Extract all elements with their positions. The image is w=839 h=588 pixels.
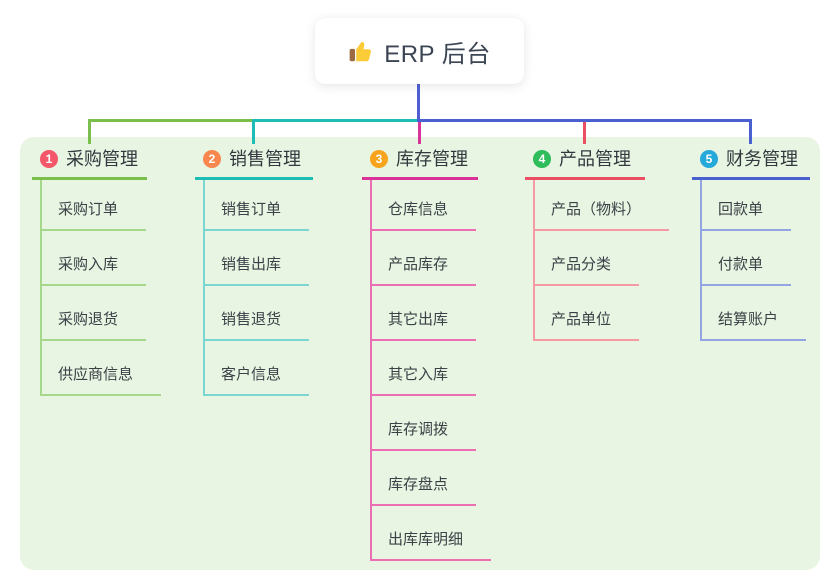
branch-number-badge: 3: [370, 150, 388, 168]
branch-label: 采购管理: [66, 149, 138, 169]
child-node[interactable]: 其它出库: [370, 310, 477, 341]
child-node[interactable]: 采购订单: [40, 200, 147, 231]
branch-header-2[interactable]: 2 销售管理: [195, 148, 313, 180]
branch-child-rail: [533, 179, 535, 341]
child-node[interactable]: 付款单: [700, 255, 792, 286]
branch-child-rail: [40, 179, 42, 396]
branch-header-5[interactable]: 5 财务管理: [692, 148, 810, 180]
branch-child-rail: [203, 179, 205, 396]
child-node[interactable]: 产品（物料）: [533, 200, 670, 231]
child-node[interactable]: 客户信息: [203, 365, 310, 396]
branch-drop-line-5: [749, 122, 752, 144]
child-node[interactable]: 销售出库: [203, 255, 310, 286]
branch-label: 财务管理: [726, 149, 798, 169]
child-node[interactable]: 其它入库: [370, 365, 477, 396]
child-node[interactable]: 产品分类: [533, 255, 640, 286]
root-node[interactable]: ERP 后台: [315, 18, 524, 84]
branch-number-badge: 4: [533, 150, 551, 168]
child-node[interactable]: 库存调拨: [370, 420, 477, 451]
branch-drop-line-3: [418, 122, 421, 144]
branch-header-3[interactable]: 3 库存管理: [362, 148, 478, 180]
child-node[interactable]: 出库库明细: [370, 530, 492, 561]
branch-drop-line-2: [252, 122, 255, 144]
child-node[interactable]: 库存盘点: [370, 475, 477, 506]
root-stem-line: [417, 84, 420, 122]
branch-drop-line-4: [583, 122, 586, 144]
child-node[interactable]: 结算账户: [700, 310, 807, 341]
child-node[interactable]: 供应商信息: [40, 365, 162, 396]
rail-segment-right: [417, 119, 752, 122]
child-node[interactable]: 仓库信息: [370, 200, 477, 231]
child-node[interactable]: 采购退货: [40, 310, 147, 341]
branch-label: 销售管理: [229, 149, 301, 169]
branch-drop-line-1: [88, 122, 91, 144]
thumbs-up-icon: [348, 38, 374, 64]
branch-child-rail: [700, 179, 702, 341]
child-node[interactable]: 产品单位: [533, 310, 640, 341]
branch-child-rail: [370, 179, 372, 561]
child-node[interactable]: 回款单: [700, 200, 792, 231]
child-node[interactable]: 采购入库: [40, 255, 147, 286]
root-title: ERP 后台: [384, 40, 491, 68]
branch-header-4[interactable]: 4 产品管理: [525, 148, 645, 180]
branch-label: 产品管理: [559, 149, 631, 169]
rail-segment-mid: [252, 119, 420, 122]
child-node[interactable]: 销售退货: [203, 310, 310, 341]
child-node[interactable]: 销售订单: [203, 200, 310, 231]
branches-panel: [20, 137, 820, 570]
branch-number-badge: 1: [40, 150, 58, 168]
branch-label: 库存管理: [396, 149, 468, 169]
rail-segment-left: [88, 119, 252, 122]
branch-number-badge: 5: [700, 150, 718, 168]
branch-header-1[interactable]: 1 采购管理: [32, 148, 147, 180]
child-node[interactable]: 产品库存: [370, 255, 477, 286]
branch-number-badge: 2: [203, 150, 221, 168]
